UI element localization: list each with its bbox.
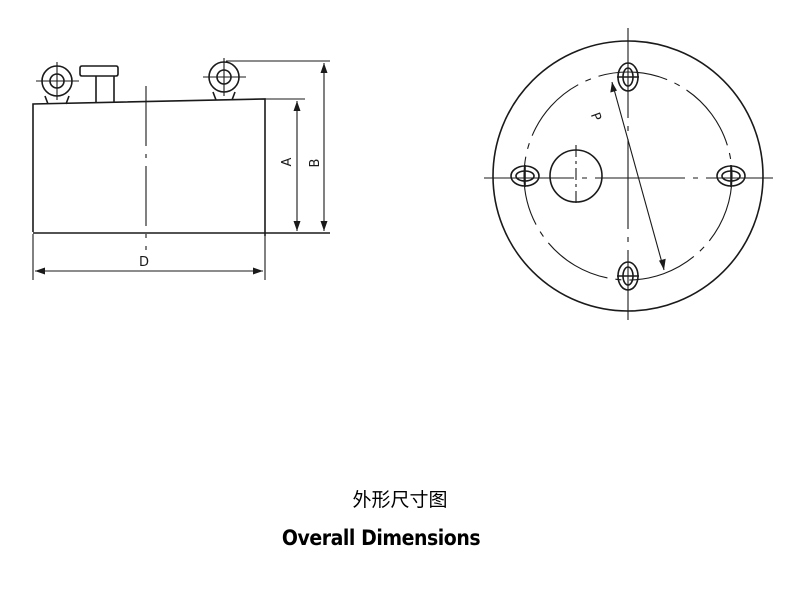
dimension-p-label: P xyxy=(587,111,604,124)
side-view: A B D xyxy=(32,58,330,280)
dimension-p xyxy=(610,81,666,271)
lug-bottom xyxy=(617,261,639,291)
dimension-a xyxy=(293,101,301,231)
dimension-d xyxy=(35,267,263,275)
lug-top xyxy=(617,62,639,92)
dimension-b xyxy=(320,63,328,231)
lug-right xyxy=(716,165,746,187)
dimension-b-label: B xyxy=(308,159,323,168)
cable-box xyxy=(79,65,119,103)
dimension-d-label: D xyxy=(139,255,149,270)
lug-left xyxy=(510,165,540,187)
left-lifting-eye xyxy=(36,62,79,105)
caption-english: Overall Dimensions xyxy=(281,526,481,550)
side-view-body xyxy=(32,98,266,236)
caption-chinese: 外形尺寸图 xyxy=(352,489,448,511)
dimension-a-label: A xyxy=(280,157,295,166)
right-lifting-eye xyxy=(203,58,330,101)
top-view: P xyxy=(484,28,773,320)
